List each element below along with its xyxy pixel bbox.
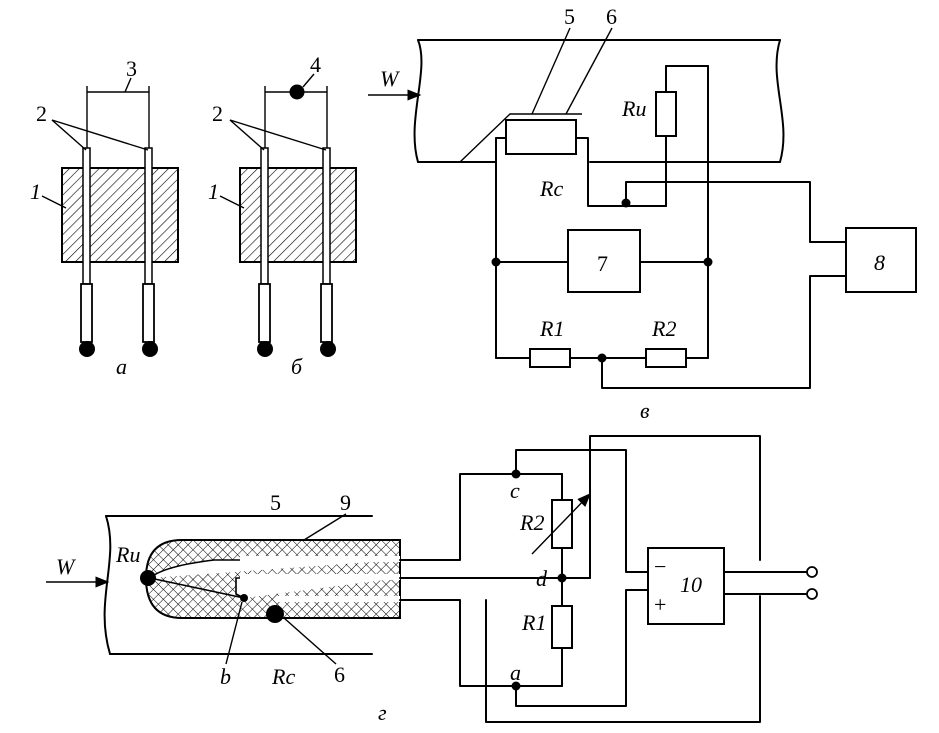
resistor-ri xyxy=(655,91,677,137)
label-a: a xyxy=(510,660,521,685)
label-6g: 6 xyxy=(334,662,345,687)
label-rc-v: Rс xyxy=(539,176,563,201)
label-fig-a: а xyxy=(116,354,127,379)
coating-particle xyxy=(289,84,305,100)
label-d: d xyxy=(536,566,548,591)
label-fig-g: г xyxy=(378,700,387,725)
panel-v: 5 6 W Rс Rи 7 xyxy=(368,4,917,423)
resistor-r1-g xyxy=(551,605,573,649)
label-5g: 5 xyxy=(270,490,281,515)
label-c: c xyxy=(510,478,520,503)
label-flow-v: W xyxy=(380,66,400,91)
label-r2-v: R2 xyxy=(651,316,676,341)
resistor-rc xyxy=(505,119,577,155)
panel-g: 5 9 W Rи b Rс 6 xyxy=(46,435,818,725)
label-minus: − xyxy=(654,554,666,579)
panel-b: 4 2 1 б xyxy=(208,52,357,379)
label-9: 9 xyxy=(340,490,351,515)
label-b: b xyxy=(220,664,231,689)
label-2a: 2 xyxy=(36,101,47,126)
label-6v: 6 xyxy=(606,4,617,29)
output-terminal-bottom xyxy=(806,588,818,600)
label-fig-v: в xyxy=(640,398,650,423)
label-plus: + xyxy=(654,592,666,617)
label-5v: 5 xyxy=(564,4,575,29)
label-fig-b: б xyxy=(291,354,303,379)
label-r1-v: R1 xyxy=(539,316,564,341)
label-ri-v: Rи xyxy=(621,96,646,121)
label-1b: 1 xyxy=(208,179,219,204)
label-4: 4 xyxy=(310,52,321,77)
label-10: 10 xyxy=(680,572,702,597)
label-2b: 2 xyxy=(212,101,223,126)
label-r2-g: R2 xyxy=(519,510,544,535)
resistor-r2-var xyxy=(551,499,573,549)
label-ri-g: Rи xyxy=(115,542,140,567)
resistor-r1 xyxy=(529,348,571,368)
label-r1-g: R1 xyxy=(521,610,546,635)
block-8 xyxy=(845,227,917,293)
output-terminal-top xyxy=(806,566,818,578)
amplifier-10 xyxy=(647,547,725,625)
label-7: 7 xyxy=(597,251,608,276)
insulator-block xyxy=(239,167,357,263)
resistor-r2 xyxy=(645,348,687,368)
label-1a: 1 xyxy=(30,179,41,204)
insulator-block xyxy=(61,167,179,263)
label-flow-g: W xyxy=(56,554,76,579)
label-3: 3 xyxy=(126,56,137,81)
label-rc-g: Rс xyxy=(271,664,295,689)
panel-a: 3 2 1 а xyxy=(30,56,179,379)
label-8: 8 xyxy=(874,250,885,275)
